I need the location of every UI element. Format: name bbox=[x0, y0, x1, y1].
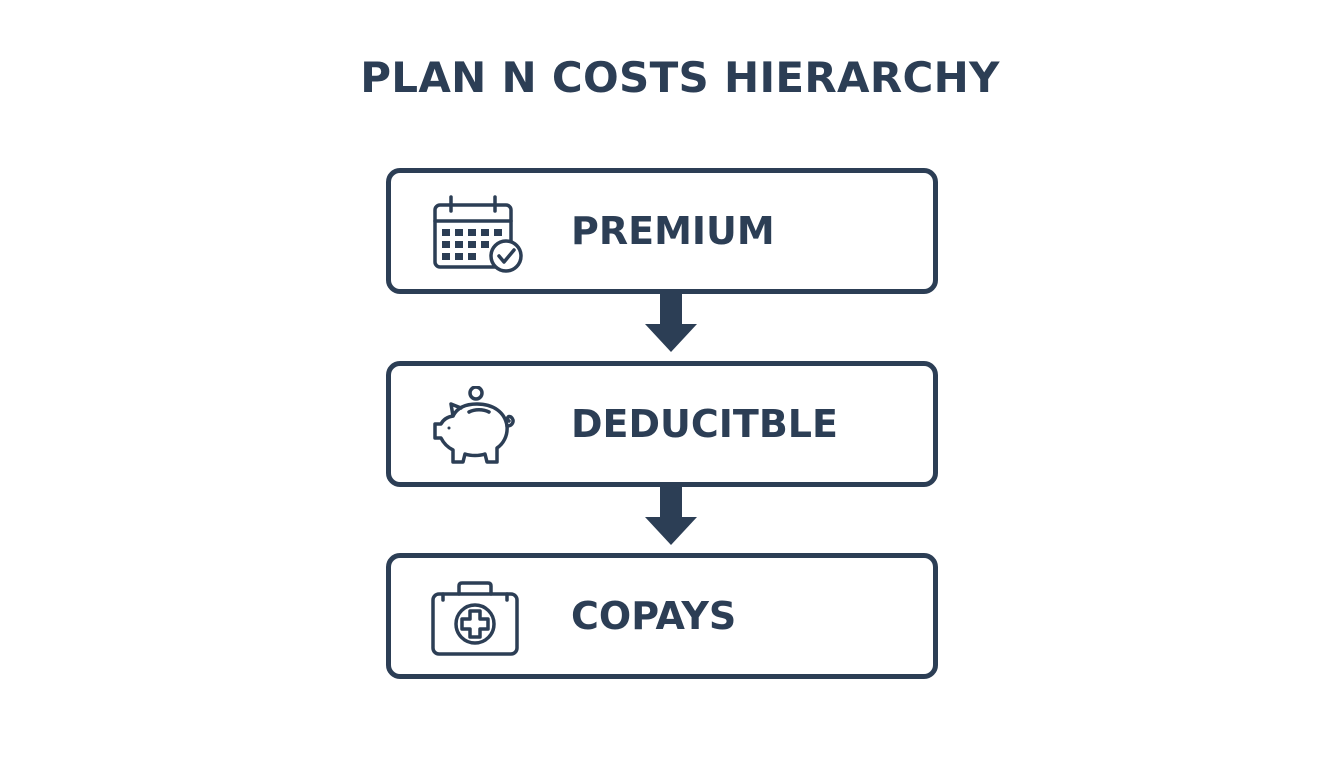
premium-box: PREMIUM bbox=[386, 168, 938, 294]
diagram-title: PLAN N COSTS HIERARCHY bbox=[360, 53, 1000, 102]
piggy-bank-icon bbox=[427, 386, 523, 466]
premium-label: PREMIUM bbox=[571, 209, 775, 253]
medical-kit-icon bbox=[427, 578, 523, 658]
deductible-label: DEDUCITBLE bbox=[571, 402, 838, 446]
calendar-check-icon bbox=[427, 193, 523, 273]
down-arrow-icon bbox=[645, 290, 697, 352]
down-arrow-icon bbox=[645, 483, 697, 545]
copays-box: COPAYS bbox=[386, 553, 938, 679]
copays-label: COPAYS bbox=[571, 594, 737, 638]
deductible-box: DEDUCITBLE bbox=[386, 361, 938, 487]
